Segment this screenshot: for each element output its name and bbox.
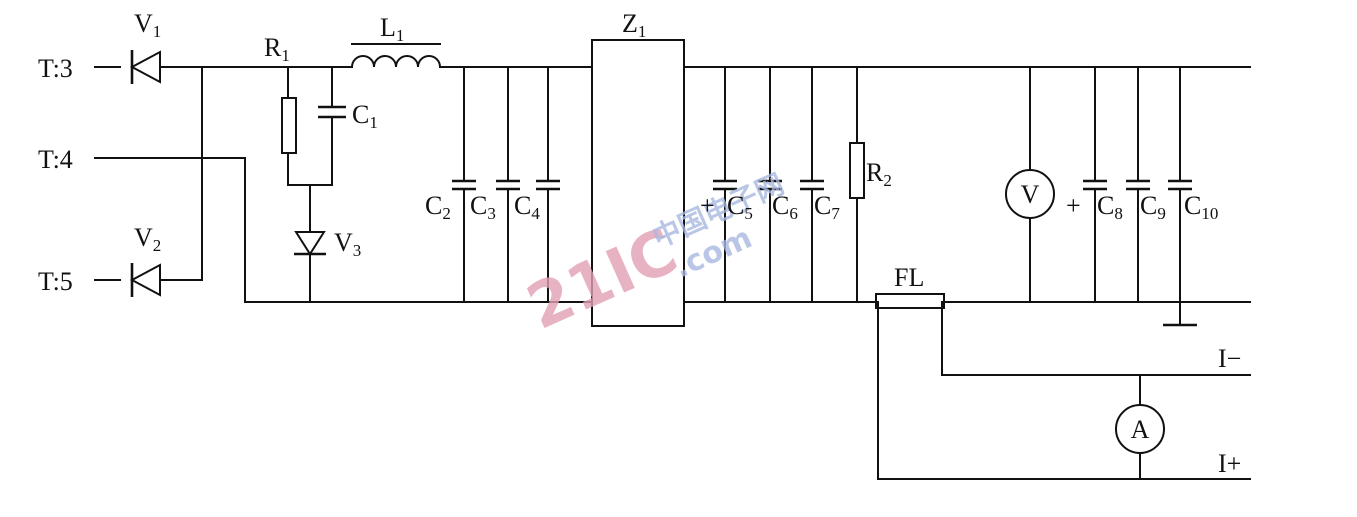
z1-block [591,39,685,327]
inductor-l1-symbol [350,43,442,69]
r1-label: R1 [264,33,290,65]
v1-label: V1 [134,9,161,41]
c3-label: C3 [470,191,496,223]
terminal-i-plus-label: I+ [1218,449,1241,478]
c9-label: C9 [1140,191,1166,223]
c10-label: C10 [1184,191,1218,223]
capacitor-c1-symbol [318,105,346,119]
c1-label: C1 [352,100,378,132]
wires [94,66,1251,480]
terminal-t3-label: T:3 [38,54,73,83]
c8-label: C8 [1097,191,1123,223]
v3-label: V3 [334,228,361,260]
watermark: 21IC 中国电子网 .com [516,167,788,343]
l1-label: L1 [380,13,404,45]
c5-label: C5 [727,191,753,223]
labels: T:3 T:4 T:5 I− I+ V1 V2 V3 R1 R2 L1 Z1 C… [38,9,1241,478]
c2-label: C2 [425,191,451,223]
capacitor-plates [452,179,1192,191]
terminal-t5-label: T:5 [38,267,73,296]
resistor-r1-symbol [281,97,297,154]
c5-plus: + [700,191,715,220]
r2-label: R2 [866,158,892,190]
resistor-r2-symbol [849,142,865,199]
z1-label: Z1 [622,9,646,41]
terminal-t4-label: T:4 [38,145,73,174]
fl-label: FL [894,263,924,292]
c6-label: C6 [772,191,798,223]
diode-v2-symbol [129,263,161,297]
fl-shunt-symbol [875,293,945,309]
c7-label: C7 [814,191,840,223]
ammeter-label: A [1131,415,1150,444]
ammeter-symbol [1115,404,1165,454]
diode-v1-symbol [129,50,161,84]
c8-plus: + [1066,191,1081,220]
v2-label: V2 [134,223,161,255]
terminal-i-minus-label: I− [1218,344,1241,373]
diode-v3-symbol [294,231,326,256]
c4-label: C4 [514,191,540,223]
voltmeter-label: V [1021,180,1040,209]
voltmeter-symbol [1005,169,1055,219]
